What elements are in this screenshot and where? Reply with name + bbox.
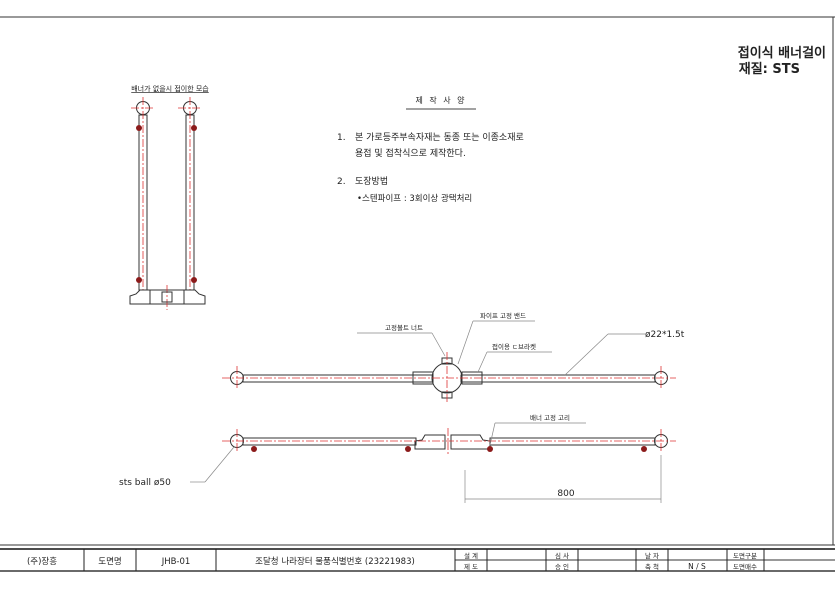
review-label: 심 사 xyxy=(555,551,569,560)
folded-view: 배너가 없을시 접이한 모습 xyxy=(129,84,209,310)
leader-line xyxy=(457,320,474,365)
ring-marker xyxy=(191,277,197,283)
spec-item1-num: 1. xyxy=(337,133,346,143)
date-label: 날 자 xyxy=(645,551,659,560)
approve-label: 승 인 xyxy=(555,562,569,571)
title-block-column-dividers xyxy=(83,549,765,571)
ring-marker xyxy=(487,446,493,452)
leader-line xyxy=(431,332,446,357)
leader-line xyxy=(564,333,609,376)
pipe-arm-left xyxy=(242,437,417,446)
callouts: 고정볼트 너트 파이프 고정 밴드 접이용 ㄷ브라켓 ø22*1.5t 배너 고… xyxy=(119,311,685,503)
scale-value: N / S xyxy=(688,562,706,571)
pipe-arm-right xyxy=(460,374,656,383)
bracket-left xyxy=(129,289,151,305)
folded-caption: 배너가 없을시 접이한 모습 xyxy=(131,84,209,93)
ring-marker xyxy=(191,125,197,131)
material-label: 재질: STS xyxy=(739,62,800,77)
label-pipe-size: ø22*1.5t xyxy=(645,330,685,340)
dimension-800: 800 xyxy=(557,489,574,499)
spec-title: 제 작 사 양 xyxy=(415,95,466,105)
label-bolt-nut: 고정볼트 너트 xyxy=(385,323,423,332)
leader-line xyxy=(489,422,496,446)
leader-line xyxy=(477,351,488,373)
label-ball: sts ball ø50 xyxy=(119,478,171,488)
label-pipe-band: 파이프 고정 밴드 xyxy=(480,311,526,320)
drawing-number: JHB-01 xyxy=(161,557,191,567)
pipe-arm-right xyxy=(489,437,656,446)
label-bracket: 접이용 ㄷ브라켓 xyxy=(492,342,536,351)
bracket-right xyxy=(183,289,206,305)
ring-marker xyxy=(136,125,142,131)
drawing-description: 조달청 나라장터 물품식별번호 (23221983) xyxy=(255,556,415,567)
label-banner-ring: 배너 고정 고리 xyxy=(530,413,570,422)
side-view xyxy=(222,428,676,455)
bracket-left xyxy=(414,434,446,450)
spec-item2-detail: •스텐파이프 : 3회이상 광택처리 xyxy=(357,193,472,204)
ring-marker xyxy=(136,277,142,283)
leader-line xyxy=(204,446,235,483)
spec-item1-line1: 본 가로등주부속자재는 동종 또는 이종소재로 xyxy=(355,132,524,143)
scale-label: 축 척 xyxy=(645,562,659,571)
design-label: 설 계 xyxy=(464,551,478,560)
company-name: (주)장흥 xyxy=(27,556,57,567)
pipe-arm-left xyxy=(242,374,434,383)
draft-label: 제 도 xyxy=(464,563,478,571)
title-block: (주)장흥 도면명 JHB-01 조달청 나라장터 물품식별번호 (232219… xyxy=(0,548,835,572)
bolt xyxy=(161,291,173,303)
ring-marker xyxy=(251,446,257,452)
ring-marker xyxy=(641,446,647,452)
drawing-name-label: 도면명 xyxy=(98,556,121,567)
spec-item2-title: 도장방법 xyxy=(355,176,388,187)
bracket-right xyxy=(450,434,491,450)
ring-marker xyxy=(405,446,411,452)
plan-view xyxy=(222,352,676,404)
spec-item2-num: 2. xyxy=(337,177,346,187)
spec-item1-line2: 용접 및 접착식으로 제작한다. xyxy=(355,147,466,159)
sheets-label: 도면매수 xyxy=(733,562,757,571)
drawing-title: 접이식 배너걸이 xyxy=(738,45,826,61)
spec-notes: 제 작 사 양 1. 본 가로등주부속자재는 동종 또는 이종소재로 용접 및 … xyxy=(337,95,524,204)
category-label: 도면구분 xyxy=(733,551,757,560)
